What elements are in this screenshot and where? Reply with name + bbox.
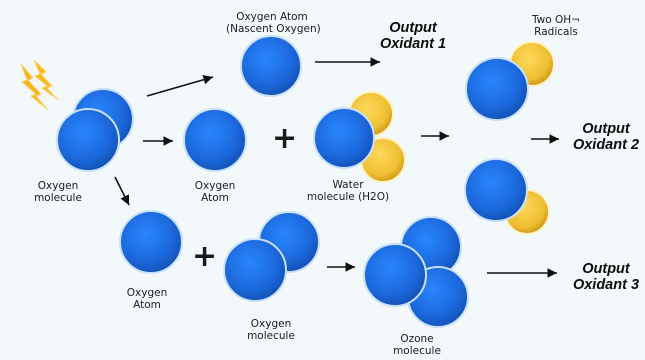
ozone-molecule (363, 216, 469, 328)
label-oxygen-atom-bottom: Oxygen Atom (117, 287, 177, 311)
plus-sign-bottom: + (192, 239, 218, 274)
plus-sign-mid: + (272, 121, 298, 156)
output-oxidant-1: Output Oxidant 1 (373, 20, 453, 52)
label-oxygen-atom-mid: Oxygen Atom (185, 180, 245, 204)
label-oxygen-atom-mid-line1: Oxygen (194, 180, 236, 192)
output-oxidant-3: Output Oxidant 3 (570, 261, 642, 293)
label-oxygen-atom-top: Oxygen Atom (Nascent Oxygen) (226, 11, 321, 35)
oh-radical-lower (464, 158, 550, 235)
label-oxygen-molecule-bottom: Oxygen molecule (238, 318, 304, 342)
label-water-line1: Water (332, 179, 364, 191)
arrow-to-nascent-oxygen (146, 75, 214, 97)
water-molecule (313, 91, 406, 183)
label-two-oh-radicals: Two OH¬ Radicals (524, 14, 588, 38)
output-oxidant-3-line2: Oxidant 3 (572, 277, 640, 293)
label-oxygen-atom-bottom-line2: Atom (133, 299, 161, 311)
output-oxidant-1-line1: Output (389, 20, 437, 36)
label-water-line2: molecule (H2O) (306, 191, 390, 203)
output-oxidant-1-line2: Oxidant 1 (379, 36, 447, 52)
oh-radical-upper (465, 41, 555, 121)
label-water-molecule: Water molecule (H2O) (302, 179, 394, 203)
lightning-icon (20, 59, 59, 111)
label-oxygen-molecule-left: Oxygen molecule (27, 180, 89, 204)
oxygen-atom-top (240, 35, 302, 97)
output-oxidant-2-line2: Oxidant 2 (572, 137, 640, 153)
label-oxygen-atom-mid-line2: Atom (201, 192, 229, 204)
arrow-to-oxygen-atom-bottom (114, 176, 130, 206)
label-nascent-oxygen: (Nascent Oxygen) (226, 23, 321, 35)
label-oxygen-atom-top-line1: Oxygen Atom (236, 11, 308, 23)
label-oxygen-molecule-bottom-line2: molecule (247, 330, 295, 342)
output-oxidant-2-line1: Output (582, 121, 630, 137)
reaction-arrows (114, 57, 559, 278)
oxygen-molecule-left (56, 88, 134, 172)
label-oxygen-molecule-bottom-line1: Oxygen (250, 318, 292, 330)
label-ozone-molecule: Ozone molecule (385, 333, 449, 357)
label-ozone-line1: Ozone (400, 333, 434, 345)
oxygen-atom-bottom (119, 210, 183, 274)
label-two-oh-line2: Radicals (534, 26, 578, 38)
label-oxygen-molecule-left-line1: Oxygen (37, 180, 79, 192)
oxygen-molecule-bottom (223, 211, 320, 302)
label-two-oh-line1: Two OH¬ (532, 14, 580, 26)
label-oxygen-atom-bottom-line1: Oxygen (126, 287, 168, 299)
label-oxygen-molecule-left-line2: molecule (34, 192, 82, 204)
label-ozone-line2: molecule (393, 345, 441, 357)
output-oxidant-3-line1: Output (582, 261, 630, 277)
oxygen-atom-mid (183, 108, 247, 172)
output-oxidant-2: Output Oxidant 2 (570, 121, 642, 153)
